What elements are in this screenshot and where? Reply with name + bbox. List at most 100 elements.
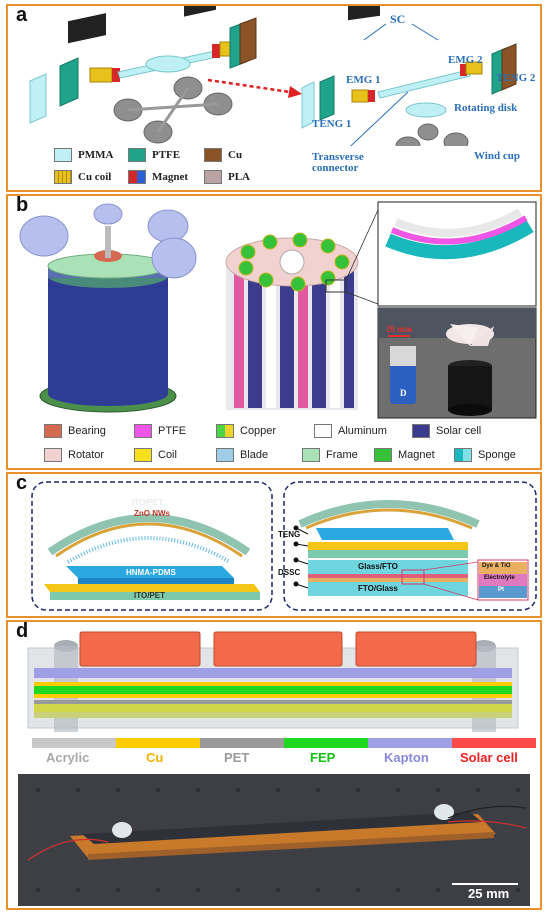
battery-label: D bbox=[400, 388, 407, 398]
legend-item: PLA bbox=[204, 170, 250, 184]
legend-swatch bbox=[134, 424, 152, 438]
solar-cell-2 bbox=[213, 631, 343, 667]
legend-item: Copper bbox=[216, 424, 276, 438]
left-wind-cups bbox=[113, 76, 233, 144]
label-sc: SC bbox=[390, 12, 406, 26]
legend-label: FEP bbox=[310, 750, 336, 765]
panel-a: a bbox=[6, 4, 542, 192]
right-ptfe bbox=[319, 75, 335, 121]
legend-label: Solar cell bbox=[436, 425, 482, 437]
legend-label: Acrylic bbox=[46, 750, 90, 765]
label-rotating-disk: Rotating disk bbox=[454, 102, 518, 114]
c-inset-label-2: Electrolyte bbox=[484, 575, 515, 581]
label-teng2: TENG 2 bbox=[496, 72, 536, 84]
legend-label: Frame bbox=[326, 449, 358, 461]
legend-swatch bbox=[204, 170, 222, 184]
c-left-bottom-label: ITO/PET bbox=[134, 591, 165, 600]
left-dashed-frame bbox=[31, 481, 273, 611]
legend-label: Magnet bbox=[152, 171, 189, 183]
legend-item: Cu coil bbox=[54, 170, 111, 184]
panel-c: c ITO/PET ZnO bbox=[6, 472, 542, 618]
panel-a-label: a bbox=[16, 4, 28, 26]
solar-cell-1 bbox=[79, 631, 201, 667]
label-emg2: EMG 2 bbox=[448, 54, 483, 66]
c-right-dssc-label: DSSC bbox=[278, 568, 301, 577]
legend-label: Magnet bbox=[398, 449, 435, 461]
legend-swatch bbox=[44, 448, 62, 462]
legend-swatch bbox=[44, 424, 62, 438]
left-coil bbox=[89, 67, 113, 83]
legend-label: Kapton bbox=[384, 750, 429, 765]
legend-swatch bbox=[216, 448, 234, 462]
panel-d-label: d bbox=[16, 620, 29, 642]
solar-cylinder-device bbox=[225, 209, 379, 410]
c-left-middle-label: HNMA-PDMS bbox=[126, 568, 176, 577]
legend-swatch bbox=[302, 448, 320, 462]
legend-item: PTFE bbox=[134, 424, 186, 438]
legend-label: Sponge bbox=[478, 449, 516, 461]
panel-b-label: b bbox=[16, 194, 29, 216]
legend-label: Rotator bbox=[68, 449, 105, 461]
label-transverse-connector: Transverse connector bbox=[312, 151, 364, 174]
label-teng1: TENG 1 bbox=[312, 118, 352, 130]
right-wind-cups bbox=[395, 123, 469, 146]
solar-cell-3 bbox=[355, 631, 477, 667]
legend-item: Magnet bbox=[374, 448, 435, 462]
panel-c-illustration bbox=[31, 481, 537, 611]
right-rod bbox=[377, 69, 471, 99]
left-black-block-1 bbox=[68, 13, 106, 44]
scale-bar-label-d: 25 mm bbox=[468, 886, 510, 901]
c-right-fto-glass-label: FTO/Glass bbox=[358, 584, 398, 593]
left-teng-plate-left bbox=[29, 73, 47, 124]
panel-c-label: c bbox=[16, 472, 28, 494]
c-inset-label-1: Dye & TiO bbox=[482, 563, 511, 569]
right-black-block-1 bbox=[348, 6, 380, 21]
legend-swatch bbox=[454, 448, 472, 462]
legend-item: Sponge bbox=[454, 448, 516, 462]
left-magnet bbox=[112, 68, 120, 82]
right-coil-1 bbox=[351, 89, 369, 103]
legend-swatch bbox=[204, 148, 222, 162]
legend-item: Solar cell bbox=[412, 424, 481, 438]
legend-swatch bbox=[412, 424, 430, 438]
panel-b: b bbox=[6, 194, 542, 470]
c-right-glass-fto-label: Glass/FTO bbox=[358, 562, 398, 571]
panel-a-illustration bbox=[29, 6, 517, 146]
left-cu-plate bbox=[239, 17, 257, 65]
c-inset-label-3: Pt bbox=[498, 587, 504, 593]
left-rotating-disk bbox=[145, 55, 191, 73]
legend-label: PMMA bbox=[78, 149, 114, 161]
legend-swatch bbox=[128, 170, 146, 184]
right-magnet-2 bbox=[460, 64, 467, 76]
legend-swatch bbox=[216, 424, 234, 438]
c-left-nws-label: ZnO NWs bbox=[134, 509, 170, 518]
legend-label: Coil bbox=[158, 449, 177, 461]
legend-item: PTFE bbox=[128, 148, 180, 162]
legend-swatch bbox=[374, 448, 392, 462]
transition-arrow bbox=[207, 78, 291, 94]
legend-label: PLA bbox=[228, 171, 250, 183]
scale-bar-label-b: 20 mm bbox=[386, 324, 413, 334]
legend-item: Magnet bbox=[128, 170, 188, 184]
legend-item: PMMA bbox=[54, 148, 113, 162]
panel-b-illustration bbox=[19, 201, 537, 419]
legend-swatch bbox=[314, 424, 332, 438]
legend-item: Coil bbox=[134, 448, 177, 462]
label-emg1: EMG 1 bbox=[346, 74, 381, 86]
right-magnet-1 bbox=[368, 90, 375, 102]
legend-swatch bbox=[128, 148, 146, 162]
panel-d: d bbox=[6, 620, 542, 910]
legend-label: Aluminum bbox=[338, 425, 387, 437]
legend-item: Bearing bbox=[44, 424, 106, 438]
legend-swatch bbox=[54, 148, 72, 162]
legend-label: Solar cell bbox=[460, 750, 518, 765]
legend-item: Blade bbox=[216, 448, 268, 462]
anemometer-device bbox=[19, 203, 197, 413]
legend-label: PTFE bbox=[158, 425, 187, 437]
legend-label: Bearing bbox=[68, 425, 106, 437]
legend-label: Blade bbox=[240, 449, 269, 461]
panel-d-illustration bbox=[18, 631, 536, 906]
legend-item: Rotator bbox=[44, 448, 104, 462]
legend-label: Cu coil bbox=[78, 171, 112, 183]
hnma-pdms-block bbox=[66, 566, 234, 578]
